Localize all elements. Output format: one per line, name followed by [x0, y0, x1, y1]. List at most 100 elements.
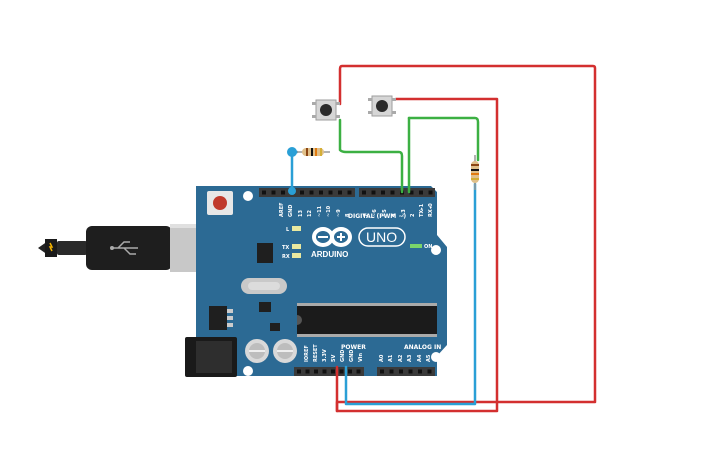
pin-label: AREF — [279, 202, 285, 217]
mount-hole — [431, 245, 441, 255]
header-pin[interactable] — [309, 190, 314, 195]
header-pin[interactable] — [297, 369, 301, 374]
header-pin[interactable] — [271, 190, 276, 195]
pin-label: GND — [349, 350, 355, 362]
green-wire — [407, 116, 480, 162]
pin-label: ~11 — [317, 205, 323, 217]
pin-label: 8 — [345, 213, 351, 217]
red-wire — [335, 97, 499, 413]
svg-text:RX: RX — [282, 254, 290, 260]
header-pin[interactable] — [389, 369, 394, 374]
resistor[interactable] — [297, 148, 330, 156]
resistor[interactable] — [471, 155, 479, 190]
power-section-label: POWER — [341, 344, 366, 351]
header-pin[interactable] — [319, 190, 323, 195]
header-pin[interactable] — [418, 369, 422, 374]
mount-hole — [243, 366, 253, 376]
green-wire — [338, 118, 404, 194]
header-pin[interactable] — [300, 190, 304, 195]
header-pin[interactable] — [331, 369, 335, 374]
header-pin[interactable] — [399, 369, 403, 374]
wire-endpoint — [287, 147, 297, 157]
pin-label: A5 — [426, 354, 432, 362]
regulator — [209, 306, 227, 330]
header-pin[interactable] — [419, 190, 423, 195]
pin-label: A1 — [388, 354, 394, 362]
pushbutton[interactable] — [368, 95, 396, 117]
pin-label: 4 — [391, 213, 397, 217]
tx-led: TX — [282, 244, 301, 251]
header-pin[interactable] — [347, 190, 352, 195]
mount-hole — [431, 352, 441, 362]
header-pin[interactable] — [348, 369, 352, 374]
pin-label: GND — [340, 350, 346, 362]
header-pin[interactable] — [314, 369, 318, 374]
header-pin[interactable] — [408, 369, 413, 374]
pin-label: A4 — [417, 354, 423, 362]
header-pin[interactable] — [390, 190, 395, 195]
header-pin[interactable] — [371, 190, 376, 195]
pin-label: 2 — [410, 213, 416, 217]
wire-endpoint — [288, 187, 296, 195]
usb-icon — [110, 241, 138, 255]
wires[interactable] — [287, 64, 597, 413]
header-pin[interactable] — [322, 369, 327, 374]
rx-led: RX — [282, 253, 301, 260]
pin-label: RESET — [313, 344, 319, 362]
capacitor — [245, 339, 269, 363]
header-pin[interactable] — [409, 190, 414, 195]
pin-label: A2 — [398, 354, 404, 362]
pin-label: Vin — [358, 353, 364, 362]
blue-wire — [290, 150, 299, 192]
header-pin[interactable] — [362, 190, 366, 195]
pin-label: 13 — [298, 210, 304, 217]
mount-hole — [243, 191, 253, 201]
blue-wire — [344, 182, 477, 406]
svg-text:ON: ON — [424, 244, 432, 250]
red-wire — [335, 64, 597, 413]
pin-label: ~9 — [336, 209, 342, 217]
power-led: ON — [410, 244, 432, 250]
header-pin[interactable] — [339, 369, 344, 374]
dc-jack[interactable] — [185, 337, 237, 377]
pin-label: GND — [288, 205, 294, 217]
pin-label: ~5 — [382, 209, 388, 217]
uno-badge: UNO — [358, 227, 406, 247]
pushbutton[interactable] — [312, 99, 340, 121]
digital-section-label: DIGITAL (PWM ~) — [348, 213, 406, 220]
power-header[interactable] — [294, 367, 364, 376]
pin-label: 12 — [307, 210, 313, 217]
analog-header[interactable] — [377, 367, 435, 376]
header-pin[interactable] — [428, 190, 433, 195]
pin-label: 5V — [331, 355, 337, 362]
reset-button[interactable] — [207, 191, 233, 215]
header-pin[interactable] — [356, 369, 361, 374]
header-pin[interactable] — [338, 190, 342, 195]
header-pin[interactable] — [380, 369, 384, 374]
l-led: L — [286, 226, 301, 233]
svg-text:L: L — [286, 227, 290, 233]
header-pin[interactable] — [281, 190, 285, 195]
brand-text: ARDUINO — [311, 250, 348, 259]
header-pin[interactable] — [381, 190, 385, 195]
pin-label: ~3 — [401, 209, 407, 217]
arduino-logo — [312, 227, 353, 247]
pin-label: A0 — [379, 354, 385, 362]
svg-text:TX: TX — [282, 245, 289, 251]
pin-label: A3 — [407, 354, 413, 362]
usb-chip — [257, 243, 273, 263]
header-pin[interactable] — [305, 369, 310, 374]
microcontroller-chip — [297, 303, 437, 337]
header-pin[interactable] — [262, 190, 266, 195]
pin-label: 3.3V — [322, 349, 328, 362]
pin-label: ~10 — [326, 205, 332, 217]
pin-label: 7 — [363, 213, 369, 217]
header-pin[interactable] — [427, 369, 432, 374]
svg-text:UNO: UNO — [366, 229, 397, 245]
header-pin[interactable] — [328, 190, 333, 195]
analog-section-label: ANALOG IN — [404, 344, 441, 351]
